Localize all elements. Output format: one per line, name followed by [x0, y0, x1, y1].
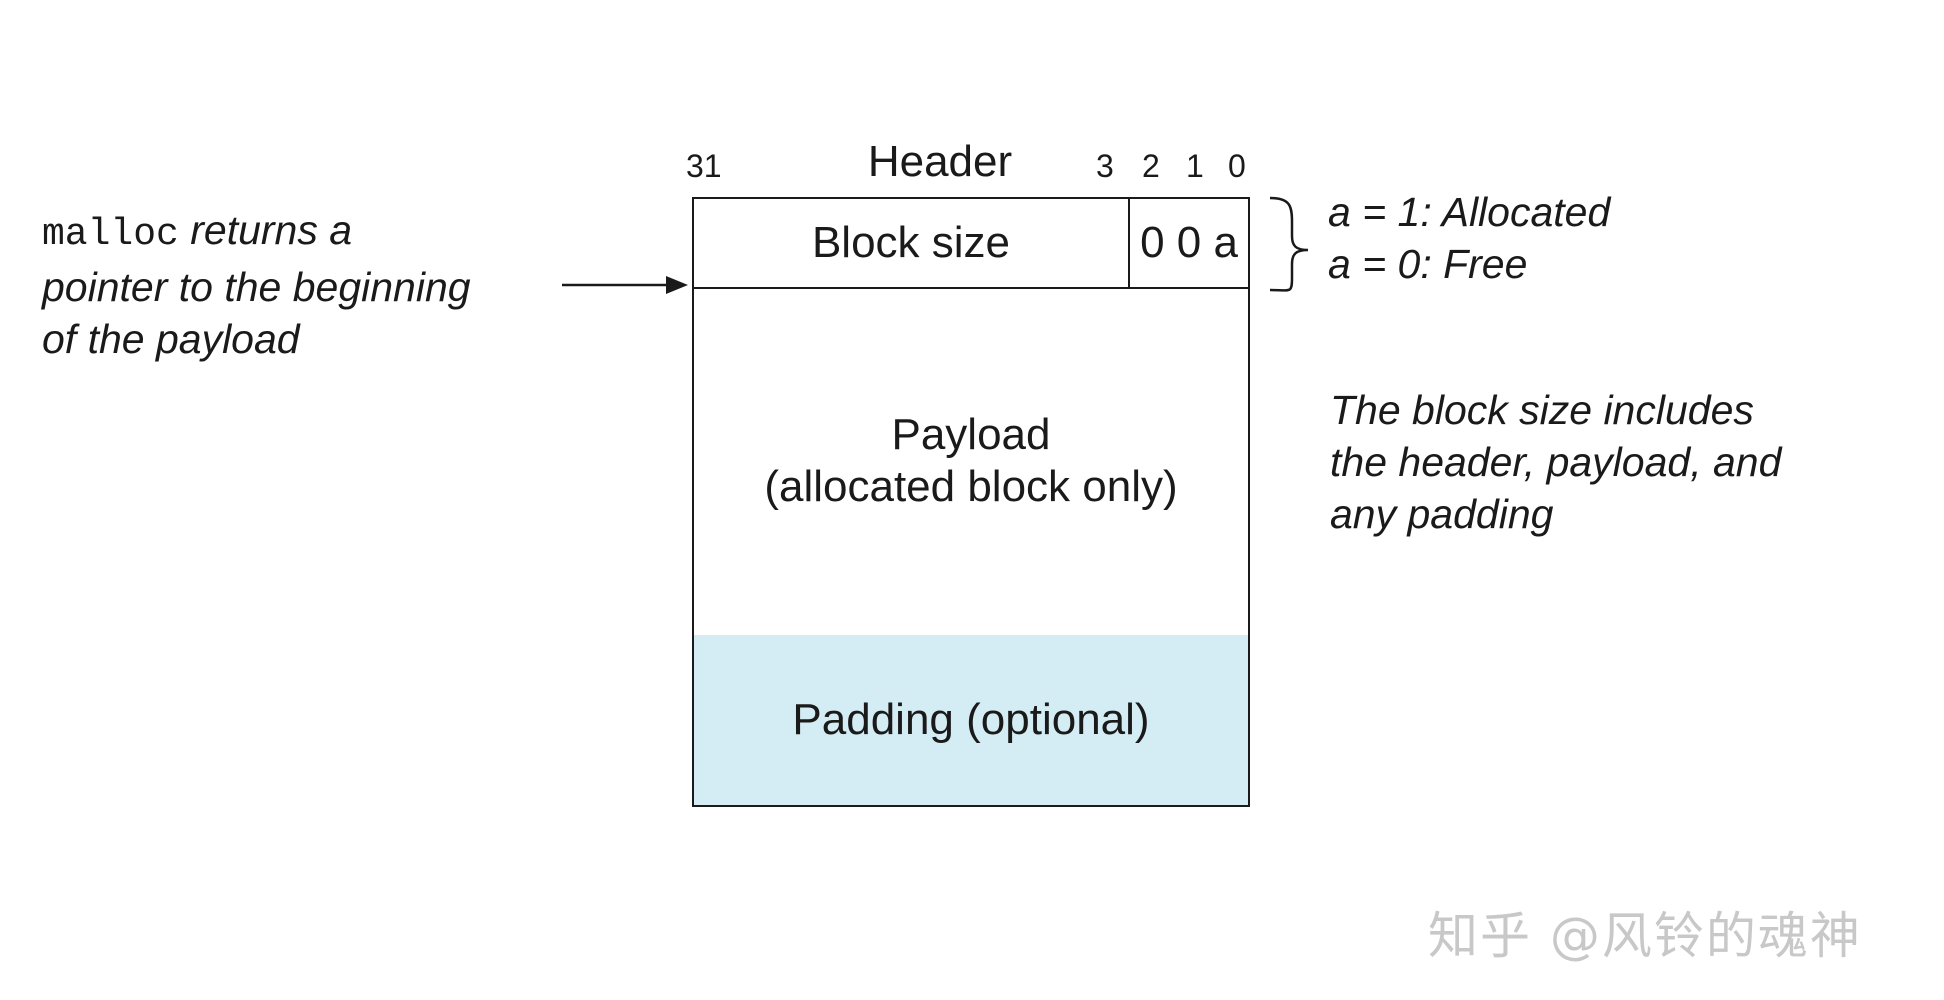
alloc-bit-brace	[1269, 196, 1309, 292]
header-title: Header	[867, 137, 1013, 186]
malloc-line3: of the payload	[42, 316, 300, 362]
alloc-bits-field: 0 0 a	[1140, 218, 1238, 267]
malloc-line2: pointer to the beginning	[42, 264, 471, 310]
alloc-bit-legend: a = 1: Allocated a = 0: Free	[1328, 186, 1610, 290]
payload-row: Payload (allocated block only)	[694, 287, 1248, 637]
block-size-field: Block size	[694, 199, 1130, 287]
size-note-line3: any padding	[1330, 491, 1554, 537]
alloc-line-free: a = 0: Free	[1328, 241, 1528, 287]
payload-sublabel: (allocated block only)	[764, 462, 1178, 511]
block-size-note: The block size includes the header, payl…	[1330, 384, 1890, 540]
bit-label-3: 3	[1096, 148, 1114, 184]
pointer-arrow	[562, 276, 688, 294]
bit-label-0: 0	[1228, 148, 1246, 184]
bit-label-2: 2	[1142, 148, 1160, 184]
watermark: 知乎 @风铃的魂神	[1428, 907, 1862, 965]
size-note-line1: The block size includes	[1330, 387, 1754, 433]
malloc-annotation: malloc returns a pointer to the beginnin…	[42, 204, 562, 365]
payload-label: Payload	[891, 410, 1051, 459]
padding-label: Padding (optional)	[792, 695, 1150, 744]
heap-block-diagram: Block size 0 0 a Payload (allocated bloc…	[692, 197, 1250, 807]
bit-label-1: 1	[1186, 148, 1204, 184]
header-row: Block size 0 0 a	[694, 199, 1248, 289]
alloc-line-allocated: a = 1: Allocated	[1328, 189, 1611, 235]
size-note-line2: the header, payload, and	[1330, 439, 1782, 485]
bit-label-31: 31	[686, 148, 722, 184]
malloc-code: malloc	[42, 213, 179, 256]
padding-row: Padding (optional)	[694, 635, 1248, 805]
malloc-line1-text: returns a	[190, 207, 353, 253]
